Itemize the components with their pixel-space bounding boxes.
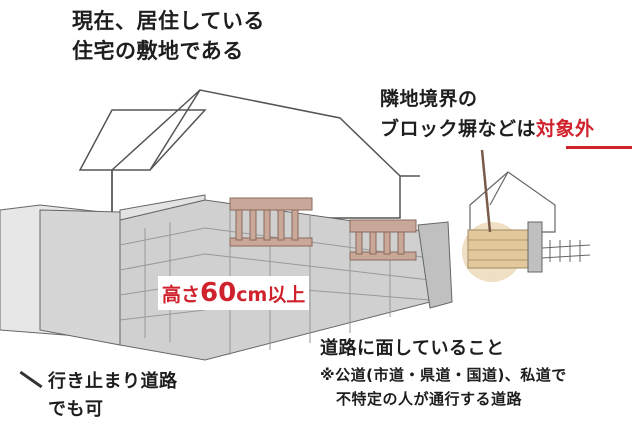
neighbor-caption-line2: ブロック塀などは対象外 [380, 114, 595, 144]
height-label-value: 60 [200, 278, 237, 308]
neighbor-caption: 隣地境界の ブロック塀などは対象外 [380, 84, 595, 144]
road-caption-note1: ※公道(市道・県道・国道)、私道で [320, 366, 567, 384]
road-caption-note2: 不特定の人が通行する道路 [336, 390, 523, 408]
road-caption-main: 道路に面していること [320, 338, 505, 359]
neighbor-block-wall [467, 229, 529, 269]
top-caption-line1: 現在、居住している [72, 9, 265, 33]
road-caption: 道路に面していること ※公道(市道・県道・国道)、私道で 不特定の人が通行する道… [320, 335, 567, 411]
height-label-unit: cm以上 [236, 284, 306, 306]
neighbor-caption-prefix: ブロック塀などは [380, 118, 537, 140]
gate-pillar [417, 221, 453, 309]
highlight-underline [566, 146, 632, 149]
height-label: 高さ60cm以上 [158, 276, 310, 310]
dead-end-caption-line2: でも可 [48, 399, 104, 420]
neighbor-house [469, 171, 556, 233]
pointer-line [480, 149, 492, 233]
dead-end-caption: 行き止まり道路 でも可 [48, 368, 178, 424]
neighbor-fence [541, 240, 591, 262]
neighbor-caption-line1: 隣地境界の [380, 88, 478, 110]
top-caption-line2: 住宅の敷地である [72, 39, 244, 63]
height-label-prefix: 高さ [162, 284, 201, 306]
neighbor-caption-highlight: 対象外 [536, 118, 595, 140]
neighbor-pillar [527, 221, 543, 273]
top-caption: 現在、居住している 住宅の敷地である [72, 6, 265, 66]
fence [229, 197, 417, 261]
dead-end-caption-line1: 行き止まり道路 [48, 371, 178, 392]
